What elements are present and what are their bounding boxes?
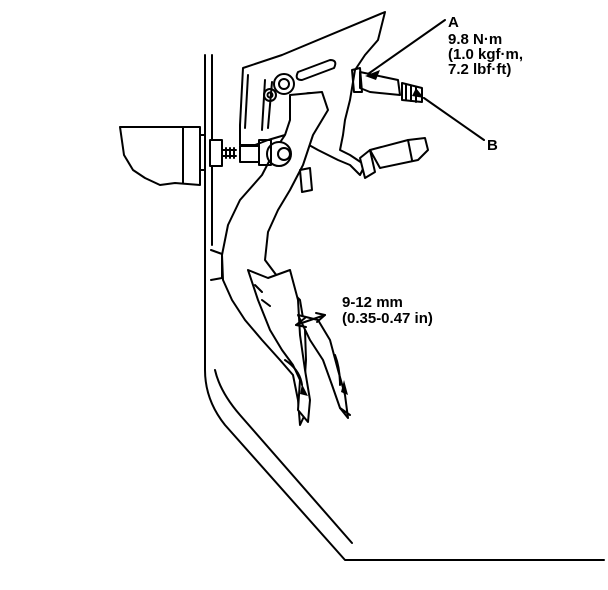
arm-stopper bbox=[299, 167, 313, 193]
torque-spec-lbf: 7.2 lbf·ft) bbox=[448, 61, 512, 78]
bracket-slot bbox=[295, 59, 337, 81]
threaded-rod bbox=[221, 147, 237, 159]
leader-a bbox=[367, 19, 446, 75]
callout-label-b: B bbox=[487, 137, 498, 154]
gap-measurement-metric: 9-12 mm bbox=[342, 294, 403, 311]
torque-spec-metric: 9.8 N·m bbox=[448, 31, 503, 48]
torque-spec-kgf: (1.0 kgf·m, bbox=[448, 46, 524, 63]
leader-b bbox=[423, 97, 485, 141]
firewall-outline bbox=[204, 54, 605, 561]
wall-mount bbox=[199, 134, 206, 171]
wall-block bbox=[210, 249, 223, 281]
small-bolt bbox=[263, 88, 277, 102]
upper-pivot-boss bbox=[273, 73, 295, 95]
floor-edge bbox=[214, 369, 353, 544]
switch-a-body bbox=[359, 71, 401, 96]
dimension-line bbox=[295, 314, 326, 326]
mount-nut bbox=[209, 139, 223, 167]
adjacent-pedal bbox=[297, 314, 349, 419]
pedal-pad bbox=[247, 269, 311, 423]
callout-label-a: A bbox=[448, 14, 459, 31]
dash-bracket bbox=[119, 126, 201, 186]
gap-measurement-imperial: (0.35-0.47 in) bbox=[342, 310, 433, 327]
switch-b-body bbox=[369, 137, 429, 169]
